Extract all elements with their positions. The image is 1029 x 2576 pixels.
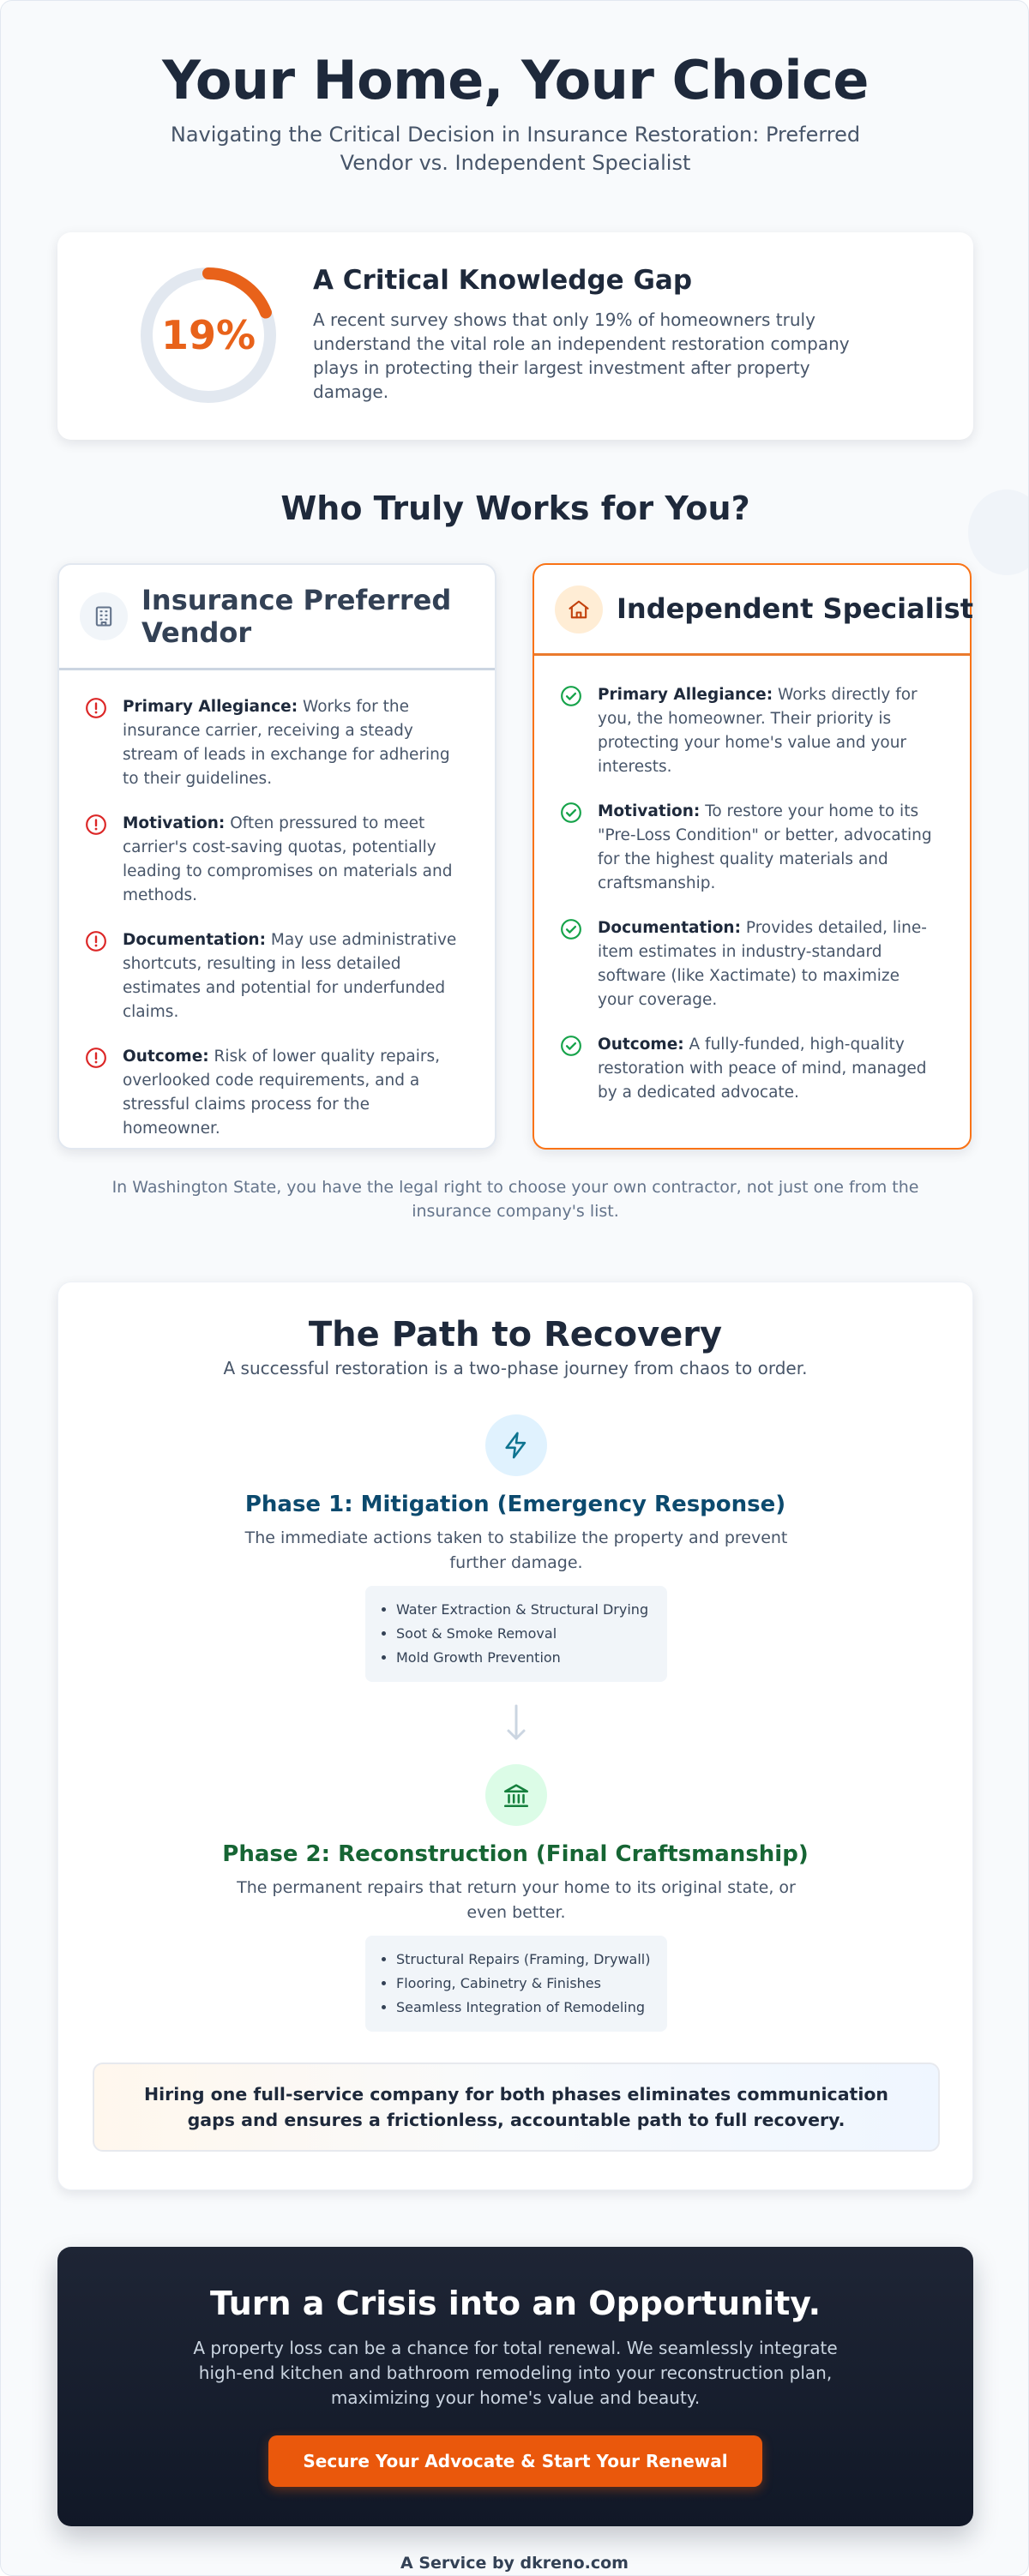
point-label: Outcome:: [123, 1048, 209, 1066]
alert-icon: [86, 814, 106, 835]
page-title: Your Home, Your Choice: [162, 49, 869, 111]
knowledge-gap-card: 19% A Critical Knowledge Gap A recent su…: [57, 232, 973, 440]
alert-icon: [86, 931, 106, 952]
cta-section: Turn a Crisis into an Opportunity. A pro…: [57, 2247, 973, 2526]
check-icon: [561, 919, 581, 940]
independent-point: Outcome: A fully-funded, high-quality re…: [560, 1033, 937, 1105]
point-text: A fully-funded, high-quality restoration…: [598, 1036, 927, 1102]
list-item: Flooring, Cabinetry & Finishes: [396, 1972, 653, 1996]
point-text: Often pressured to meet carrier's cost-s…: [123, 814, 453, 904]
lightning-icon: [485, 1414, 547, 1476]
preferred-vendor-card: Insurance Preferred Vendor Primary Alleg…: [57, 563, 496, 1150]
phase2-description: The permanent repairs that return your h…: [237, 1878, 796, 1922]
point-label: Primary Allegiance:: [598, 686, 773, 704]
point-text: May use administrative shortcuts, result…: [123, 931, 457, 1021]
progress-ring: [141, 267, 276, 403]
phase1-title: Phase 1: Mitigation (Emergency Response): [244, 1492, 786, 1517]
progress-ring-fill: [141, 267, 276, 403]
preferred-point: Documentation: May use administrative sh…: [85, 928, 462, 1024]
check-icon: [561, 802, 581, 823]
point-text: Provides detailed, line-item estimates i…: [598, 919, 927, 1009]
point-label: Documentation:: [123, 931, 266, 949]
recovery-title: The Path to Recovery: [308, 1315, 723, 1354]
independent-specialist-header: Independent Specialist: [534, 565, 973, 656]
list-item: Water Extraction & Structural Drying: [396, 1598, 653, 1622]
bank-icon: [485, 1764, 547, 1826]
recovery-card: The Path to Recovery A successful restor…: [57, 1282, 973, 2190]
point-text: Works for the insurance carrier, receivi…: [123, 698, 450, 788]
preferred-vendor-header: Insurance Preferred Vendor: [59, 565, 495, 670]
alert-icon: [86, 698, 106, 718]
building-icon: [80, 592, 128, 640]
list-item: Structural Repairs (Framing, Drywall): [396, 1948, 653, 1972]
cta-title: Turn a Crisis into an Opportunity.: [209, 2285, 821, 2322]
point-text: To restore your home to its "Pre-Loss Co…: [598, 802, 932, 892]
recovery-callout: Hiring one full-service company for both…: [93, 2063, 940, 2152]
preferred-point: Primary Allegiance: Works for the insura…: [85, 695, 462, 791]
secure-advocate-button[interactable]: Secure Your Advocate & Start Your Renewa…: [268, 2435, 762, 2487]
list-item: Seamless Integration of Remodeling: [396, 1996, 653, 2020]
check-icon: [561, 686, 581, 706]
independent-point: Motivation: To restore your home to its …: [560, 800, 937, 896]
point-label: Motivation:: [123, 814, 226, 832]
point-label: Primary Allegiance:: [123, 698, 298, 716]
phase1-list: Water Extraction & Structural Drying Soo…: [365, 1586, 667, 1682]
list-item: Soot & Smoke Removal: [396, 1622, 653, 1646]
arrow-down-icon: [507, 1704, 526, 1740]
cta-text: A property loss can be a chance for tota…: [193, 2338, 838, 2408]
preferred-point: Outcome: Risk of lower quality repairs, …: [85, 1045, 462, 1141]
legal-note: In Washington State, you have the legal …: [111, 1178, 919, 1221]
independent-point: Documentation: Provides detailed, line-i…: [560, 916, 937, 1012]
comparison-title: Who Truly Works for You?: [280, 489, 750, 527]
point-label: Motivation:: [598, 802, 701, 820]
stat-title: A Critical Knowledge Gap: [313, 265, 693, 296]
footer-text: A Service by dkreno.com: [400, 2554, 629, 2573]
recovery-subtitle: A successful restoration is a two-phase …: [223, 1358, 808, 1378]
preferred-point: Motivation: Often pressured to meet carr…: [85, 812, 462, 908]
decorative-watermark: [968, 489, 1028, 575]
alert-icon: [86, 1048, 106, 1068]
point-text: Works directly for you, the homeowner. T…: [598, 686, 918, 776]
stat-text: A recent survey shows that only 19% of h…: [313, 309, 850, 402]
phase2-list: Structural Repairs (Framing, Drywall) Fl…: [365, 1936, 667, 2032]
point-text: Risk of lower quality repairs, overlooke…: [123, 1048, 441, 1138]
home-icon: [555, 585, 603, 633]
phase1-description: The immediate actions taken to stabilize…: [244, 1528, 788, 1572]
callout-text: Hiring one full-service company for both…: [143, 2084, 889, 2130]
independent-point: Primary Allegiance: Works directly for y…: [560, 683, 937, 779]
phase2-title: Phase 2: Reconstruction (Final Craftsman…: [222, 1841, 809, 1867]
stat-value: 19%: [160, 312, 256, 358]
check-icon: [561, 1036, 581, 1056]
independent-specialist-card: Independent Specialist Primary Allegianc…: [533, 563, 973, 1150]
page-subtitle: Navigating the Critical Decision in Insu…: [170, 123, 861, 175]
preferred-vendor-title: Insurance Preferred Vendor: [141, 584, 452, 649]
list-item: Mold Growth Prevention: [396, 1646, 653, 1670]
point-label: Documentation:: [598, 919, 741, 937]
point-label: Outcome:: [598, 1036, 684, 1054]
independent-specialist-title: Independent Specialist: [617, 592, 973, 625]
